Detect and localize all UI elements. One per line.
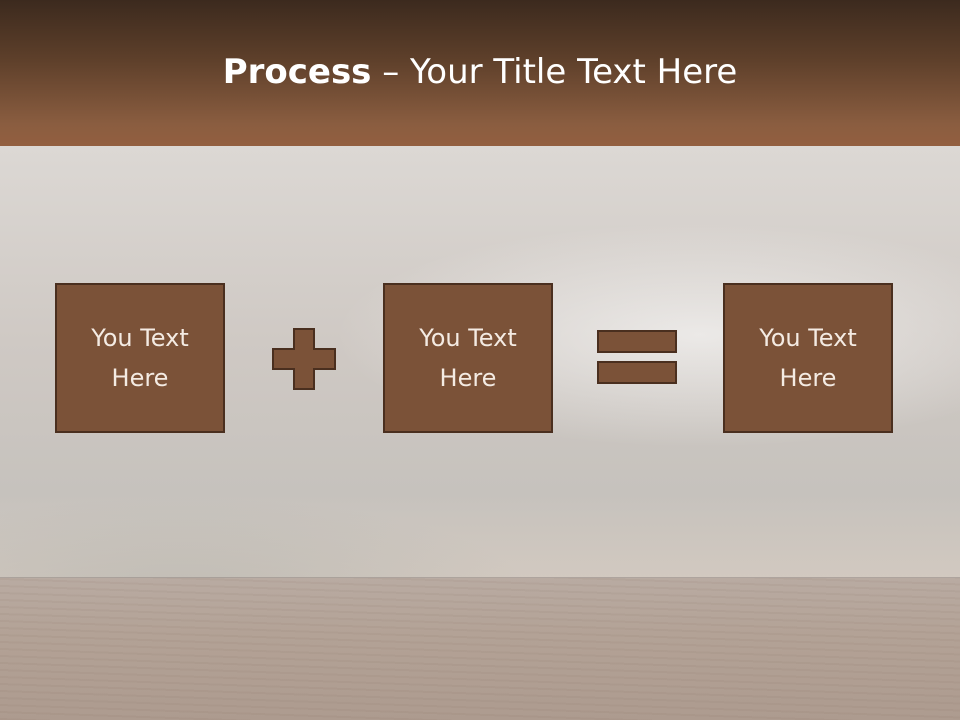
process-box-1-text: You Text Here <box>91 324 189 392</box>
process-box-2[interactable]: You Text Here <box>383 283 553 433</box>
title-regular-part: – Your Title Text Here <box>371 52 738 92</box>
title-bold-part: Process <box>222 52 372 92</box>
title-banner: Process – Your Title Text Here <box>0 0 960 146</box>
slide-title[interactable]: Process – Your Title Text Here <box>0 52 960 92</box>
process-box-1[interactable]: You Text Here <box>55 283 225 433</box>
process-box-3[interactable]: You Text Here <box>723 283 893 433</box>
equals-icon <box>597 330 677 384</box>
process-box-2-text: You Text Here <box>419 324 517 392</box>
plus-icon <box>272 328 336 390</box>
process-box-3-text: You Text Here <box>759 324 857 392</box>
background-field-image <box>0 578 960 720</box>
